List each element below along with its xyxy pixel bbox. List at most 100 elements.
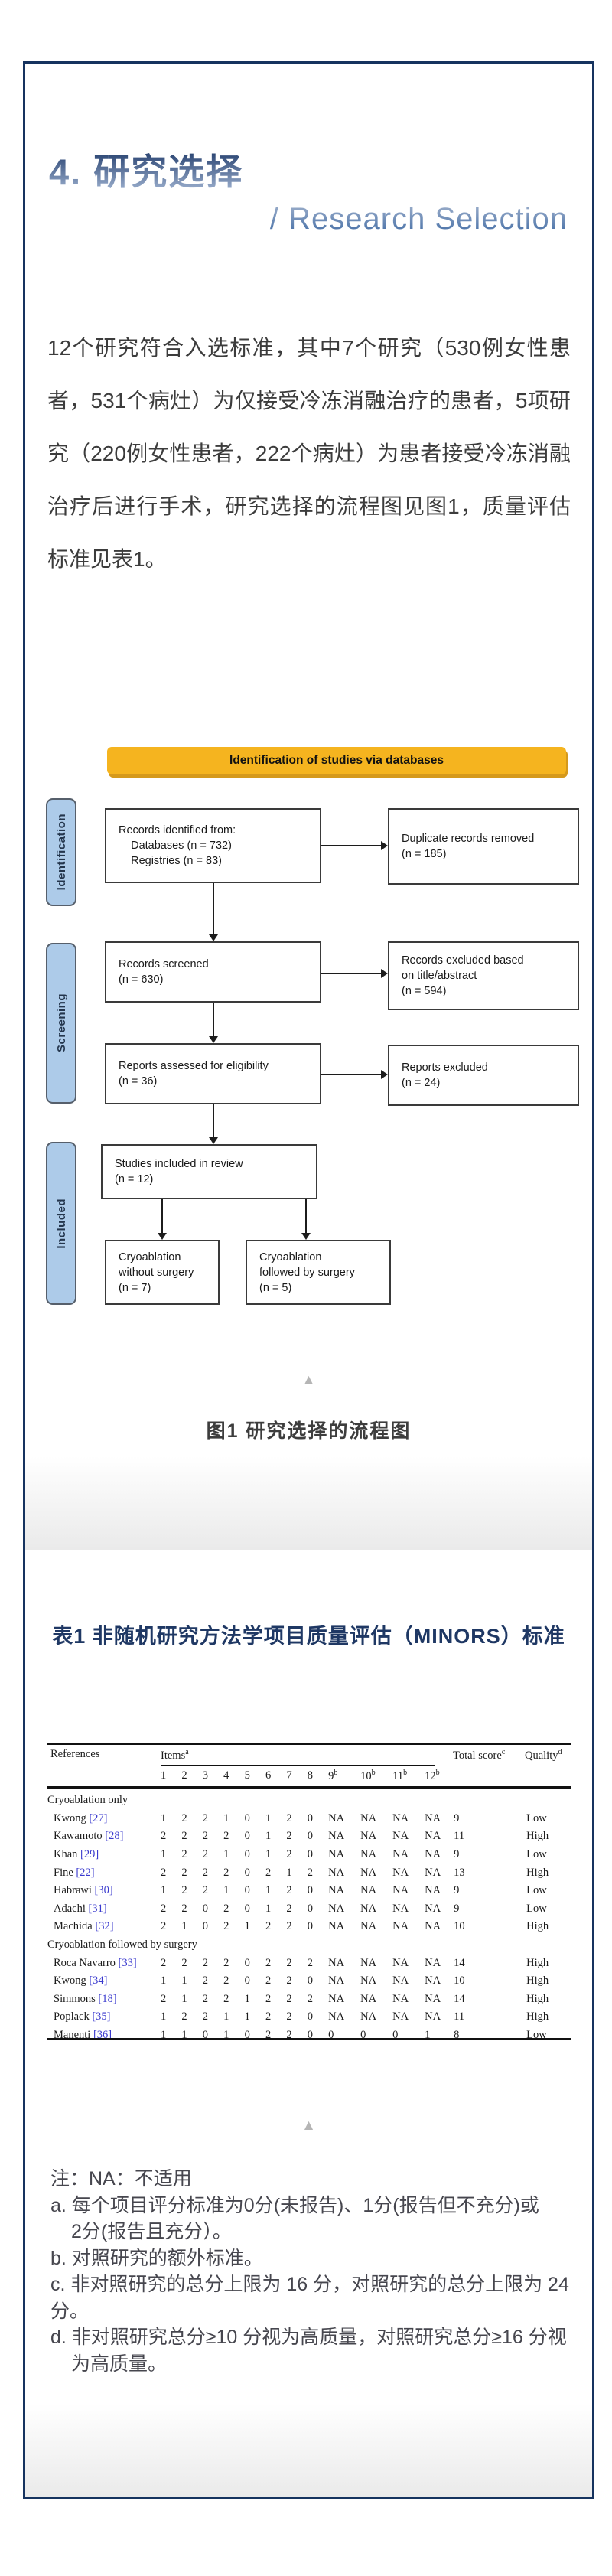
item-score-cell: 0 — [244, 1956, 250, 1969]
note-line: 注：NA：不适用 — [50, 2168, 192, 2190]
item-score-cell: 1 — [265, 1884, 272, 1897]
table-section-row: Cryoablation followed by surgery — [47, 1939, 197, 1952]
item-score-cell: 2 — [202, 1992, 209, 2005]
note-line: 为高质量。 — [71, 2353, 168, 2375]
flow-box-reports-assessed: Reports assessed for eligibility (n = 36… — [105, 1043, 321, 1104]
section-divider — [25, 1456, 592, 1550]
item-score-cell: 2 — [161, 1920, 167, 1933]
quality-cell: High — [526, 1866, 549, 1879]
quality-cell: High — [526, 1920, 549, 1933]
item-score-cell: 2 — [202, 1830, 209, 1843]
table-title: 表1 非随机研究方法学项目质量评估（MINORS）标准 — [52, 1625, 565, 1648]
flow-box-duplicates-removed: Duplicate records removed (n = 185) — [388, 808, 579, 885]
item-score-cell: 2 — [286, 1848, 292, 1861]
total-score-cell: 13 — [454, 1866, 465, 1879]
quality-cell: Low — [526, 1848, 547, 1861]
item-score-cell: 2 — [265, 1956, 272, 1969]
flow-arrow-line — [213, 1003, 214, 1037]
flow-arrowhead-right-icon — [381, 969, 388, 978]
item-score-cell: 2 — [307, 1866, 313, 1879]
quality-cell: High — [526, 1974, 549, 1987]
item-score-cell: 0 — [202, 1902, 209, 1915]
item-score-cell: 1 — [161, 2010, 167, 2023]
item-score-cell: 1 — [425, 2029, 431, 2042]
table-header-items: Itemsa — [161, 1748, 189, 1762]
item-score-cell: 1 — [223, 1884, 230, 1897]
quality-cell: High — [526, 1830, 549, 1843]
item-score-cell: 1 — [244, 1920, 250, 1933]
flow-box-cryo-without-surgery: Cryoablation without surgery (n = 7) — [105, 1240, 220, 1305]
item-score-cell: 2 — [286, 1811, 292, 1824]
item-score-cell: NA — [328, 1974, 345, 1987]
table-header-references: References — [50, 1748, 100, 1760]
table-header-quality: Qualityd — [525, 1748, 562, 1762]
item-score-cell: 2 — [286, 1902, 292, 1915]
flow-arrow-line — [321, 1074, 381, 1075]
total-score-cell: 14 — [454, 1992, 465, 2005]
item-score-cell: 2 — [265, 1974, 272, 1987]
flow-arrow-line — [161, 1199, 163, 1234]
table-item-col-header: 10b — [360, 1769, 376, 1783]
total-score-cell: 9 — [454, 1811, 460, 1824]
table-rule-top — [47, 1743, 571, 1745]
stage-label-screening: Screening — [46, 943, 76, 1104]
item-score-cell: NA — [328, 1902, 345, 1915]
table-item-col-header: 12b — [425, 1769, 440, 1783]
item-score-cell: NA — [392, 1992, 409, 2005]
item-score-cell: 1 — [286, 1866, 292, 1879]
item-score-cell: NA — [392, 1848, 409, 1861]
item-score-cell: NA — [425, 1992, 441, 2005]
table-rule-thick — [47, 1786, 571, 1789]
total-score-cell: 11 — [454, 2010, 465, 2023]
item-score-cell: NA — [328, 1920, 345, 1933]
item-score-cell: 0 — [328, 2029, 334, 2042]
item-score-cell: 1 — [181, 1920, 187, 1933]
total-score-cell: 9 — [454, 1902, 460, 1915]
flowchart-banner: Identification of studies via databases — [107, 747, 566, 774]
item-score-cell: 2 — [181, 1866, 187, 1879]
item-score-cell: 0 — [202, 1920, 209, 1933]
item-score-cell: 2 — [265, 1920, 272, 1933]
flow-arrow-line — [321, 845, 381, 846]
item-score-cell: 1 — [161, 1848, 167, 1861]
item-score-cell: 1 — [265, 1811, 272, 1824]
item-score-cell: 2 — [286, 1884, 292, 1897]
flow-arrow-line — [321, 973, 381, 974]
item-score-cell: NA — [328, 1884, 345, 1897]
note-line: c. 非对照研究的总分上限为 16 分，对照研究的总分上限为 24 分。 — [50, 2274, 569, 2322]
item-score-cell: 2 — [286, 1920, 292, 1933]
citation-ref: [33] — [118, 1956, 137, 1969]
item-score-cell: 2 — [161, 1866, 167, 1879]
item-score-cell: 1 — [223, 1811, 230, 1824]
item-score-cell: 2 — [307, 1992, 313, 2005]
table-rule-items — [161, 1765, 435, 1766]
stage-label-included: Included — [46, 1142, 76, 1305]
item-score-cell: 0 — [392, 2029, 399, 2042]
item-score-cell: 1 — [244, 2010, 250, 2023]
total-score-cell: 8 — [454, 2029, 460, 2042]
item-score-cell: NA — [392, 1920, 409, 1933]
citation-ref: [30] — [94, 1884, 113, 1897]
item-score-cell: 2 — [286, 1956, 292, 1969]
item-score-cell: NA — [360, 1866, 377, 1879]
item-score-cell: 0 — [307, 1974, 313, 1987]
item-score-cell: 2 — [223, 1866, 230, 1879]
citation-ref: [18] — [98, 1992, 117, 2005]
item-score-cell: 2 — [181, 1848, 187, 1861]
item-score-cell: 2 — [202, 2010, 209, 2023]
citation-ref: [28] — [105, 1830, 124, 1843]
citation-ref: [22] — [76, 1866, 95, 1879]
item-score-cell: 0 — [307, 1848, 313, 1861]
table-item-col-header: 5 — [244, 1769, 250, 1782]
item-score-cell: 1 — [223, 1848, 230, 1861]
item-score-cell: 1 — [265, 1848, 272, 1861]
item-score-cell: 2 — [286, 1830, 292, 1843]
item-score-cell: 2 — [265, 1992, 272, 2005]
item-score-cell: 1 — [265, 1830, 272, 1843]
